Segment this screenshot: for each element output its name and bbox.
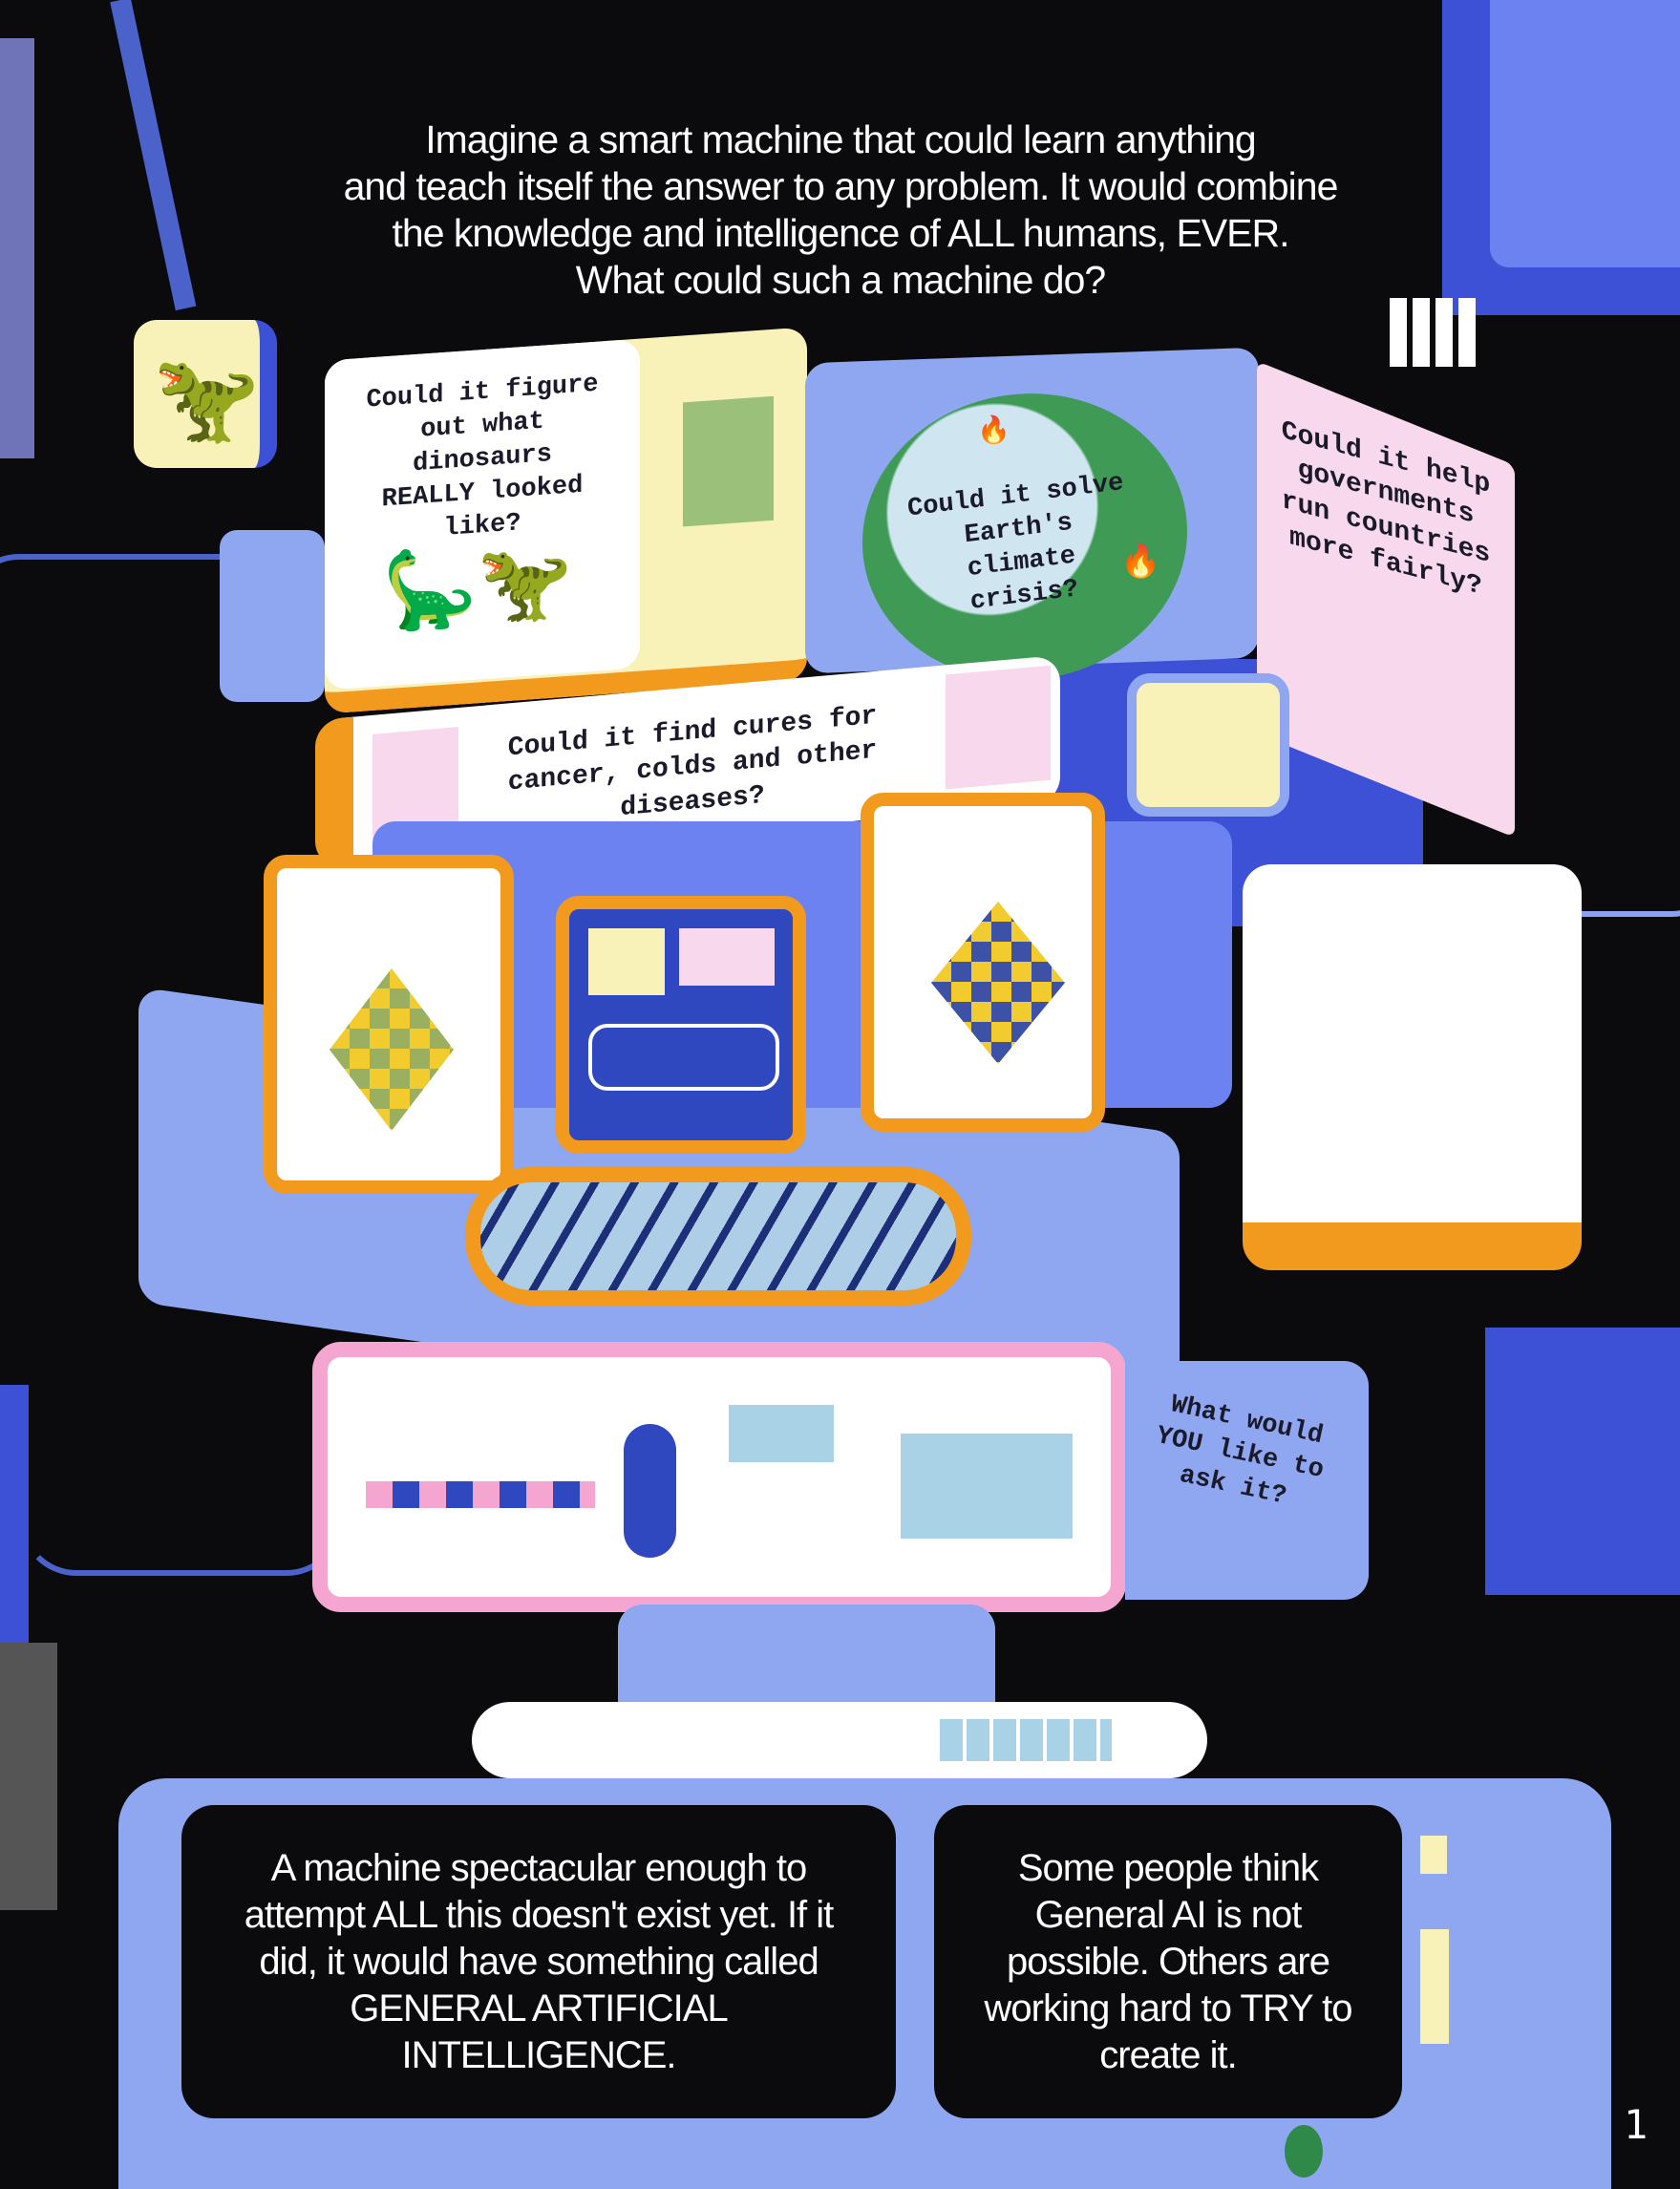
dinosaur-tag: 🦖 (134, 320, 277, 468)
progress-bar-display (366, 1481, 595, 1508)
fire-icon: 🔥 (977, 414, 1010, 446)
virus-tiles (946, 665, 1051, 790)
dinosaurs-illustration: 🦕🦖 (382, 536, 573, 635)
page-number: 1 (1624, 2101, 1648, 2148)
chip-module (1127, 673, 1289, 817)
control-screen (556, 896, 806, 1154)
you-question: What would YOU like to ask it? (1153, 1391, 1327, 1512)
cancer-question: Could it find cures for cancer, colds an… (507, 701, 878, 823)
side-module (220, 530, 325, 702)
chart-display (588, 1024, 779, 1091)
pink-display-panel (312, 1342, 1126, 1612)
intro-line: What could such a machine do? (575, 258, 1106, 302)
right-circuit-board (1485, 1328, 1680, 1595)
pixel-decoration (1390, 298, 1480, 367)
governments-question: Could it help governments run countries … (1281, 415, 1491, 604)
status-display (679, 928, 775, 986)
intro-line: the knowledge and intelligence of ALL hu… (392, 211, 1290, 255)
cable (19, 1413, 344, 1576)
robot-arm (110, 0, 197, 311)
machine-base-pill (472, 1702, 1207, 1778)
left-grey-panel (0, 1643, 57, 1910)
intro-line: Imagine a smart machine that could learn… (425, 117, 1256, 161)
pixel-diamond (330, 968, 454, 1131)
ask-side-panel: What would YOU like to ask it? (1125, 1361, 1369, 1600)
pixel-diamond (931, 902, 1065, 1064)
general-ai-explanation-box: A machine spectacular enough to attempt … (181, 1805, 896, 2118)
grid-display (588, 928, 665, 995)
dinosaur-icon: 🦖 (153, 351, 261, 447)
yellow-indicator-column (1420, 1929, 1449, 2044)
green-button (1285, 2125, 1323, 2178)
climate-question: Could it solve Earth's climate crisis? (906, 469, 1125, 618)
governments-question-card: Could it help governments run countries … (1257, 361, 1515, 839)
pixel-screen-right (861, 793, 1105, 1132)
hatched-vent (465, 1167, 971, 1306)
intro-line: and teach itself the answer to any probl… (343, 164, 1339, 208)
left-edge-panel (0, 38, 34, 458)
fire-icon: 🔥 (1120, 542, 1161, 581)
climate-question-card: Could it solve Earth's climate crisis? 🔥… (805, 347, 1259, 687)
general-ai-opinions-box: Some people think General AI is not poss… (934, 1805, 1402, 2118)
blue-block (901, 1434, 1073, 1539)
white-storage-box (1243, 864, 1582, 1270)
machine-stand (618, 1605, 995, 1719)
top-right-circuit-panel (1490, 0, 1680, 267)
keypad (940, 1719, 1112, 1761)
pattern-block (683, 395, 774, 527)
oval-grille (624, 1424, 676, 1558)
yellow-indicator (1420, 1836, 1447, 1874)
cable (0, 554, 363, 726)
dinosaur-question-card: Could it figure out what dinosaurs REALL… (325, 327, 807, 714)
intro-text: Imagine a smart machine that could learn… (248, 117, 1433, 304)
blue-block (729, 1405, 834, 1462)
dinosaur-question: Could it figure out what dinosaurs REALL… (366, 370, 599, 544)
pixel-screen-left (264, 855, 514, 1194)
